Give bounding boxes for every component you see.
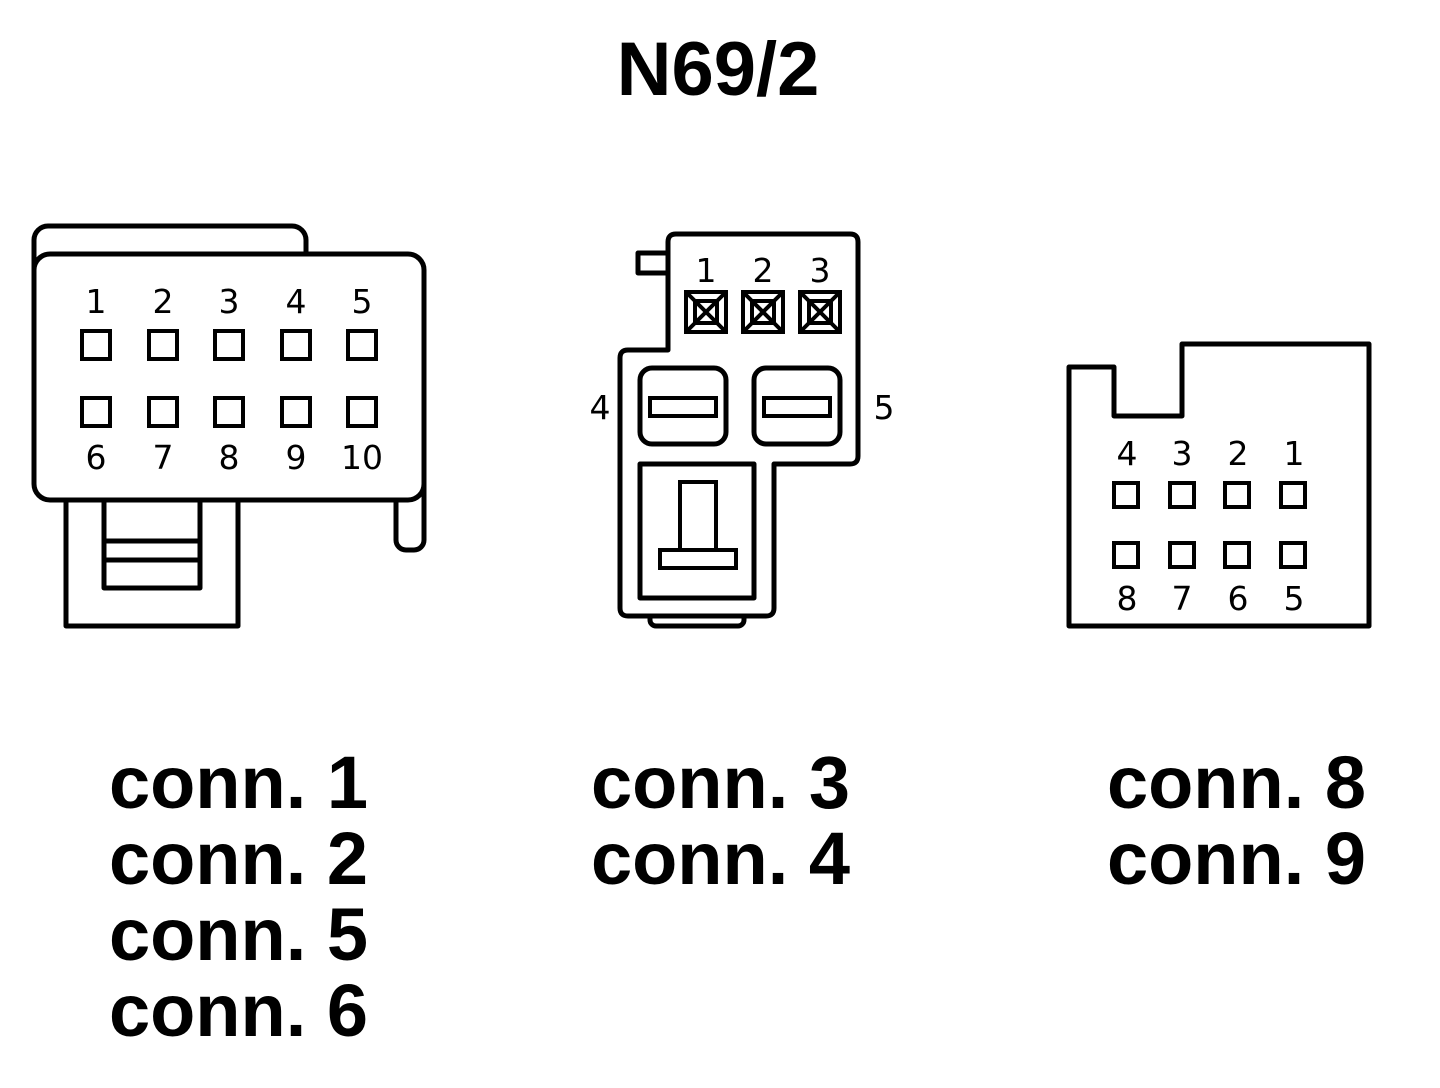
blade-slot (648, 396, 718, 418)
pin-socket (1112, 541, 1140, 569)
blade-socket (637, 365, 729, 447)
pin-number: 1 (696, 251, 717, 290)
connection-label: conn. 2 (109, 817, 368, 900)
diagram-title: N69/2 (617, 27, 820, 112)
pin-socket (1223, 541, 1251, 569)
pin-socket (1112, 481, 1140, 509)
pin-number: 1 (86, 282, 107, 321)
pin-number: 6 (86, 438, 107, 477)
pin-number: 8 (1117, 579, 1138, 618)
connector-left-labels: conn. 1 conn. 2 conn. 5 conn. 6 (109, 741, 368, 1052)
pin-socket (346, 396, 378, 428)
pin-socket (80, 396, 112, 428)
pin-socket (798, 290, 842, 334)
pin-number: 8 (219, 438, 240, 477)
pin-number: 10 (341, 438, 383, 477)
pin-socket (80, 329, 112, 361)
connector-right: 4 3 2 1 8 7 6 5 (1066, 341, 1372, 629)
pin-socket (1168, 541, 1196, 569)
connection-label: conn. 1 (109, 741, 368, 824)
pin-number: 3 (810, 251, 831, 290)
pin-socket (280, 329, 312, 361)
pin-number: 7 (153, 438, 174, 477)
pin-number: 2 (1228, 434, 1249, 473)
pin-number: 6 (1228, 579, 1249, 618)
pin-number: 3 (1172, 434, 1193, 473)
pin-number: 5 (352, 282, 373, 321)
pin-number: 2 (153, 282, 174, 321)
pin-number: 3 (219, 282, 240, 321)
pin-socket (1279, 541, 1307, 569)
pin-number: 5 (874, 388, 895, 427)
pin-socket (346, 329, 378, 361)
connector-middle-latch-bar (658, 548, 738, 570)
pin-number: 4 (1117, 434, 1138, 473)
connector-right-labels: conn. 8 conn. 9 (1107, 741, 1366, 900)
pin-socket (1168, 481, 1196, 509)
connection-label: conn. 8 (1107, 741, 1366, 824)
connector-left-body (31, 251, 427, 503)
connector-middle-labels: conn. 3 conn. 4 (591, 741, 850, 900)
pin-number: 1 (1284, 434, 1305, 473)
connection-label: conn. 9 (1107, 817, 1366, 900)
pin-number: 2 (753, 251, 774, 290)
pin-number: 5 (1284, 579, 1305, 618)
connection-label: conn. 4 (591, 817, 850, 900)
pin-number: 4 (590, 388, 611, 427)
pin-socket (1279, 481, 1307, 509)
pin-number: 4 (286, 282, 307, 321)
pin-socket (147, 396, 179, 428)
pin-socket (280, 396, 312, 428)
pin-socket (147, 329, 179, 361)
pin-socket (213, 329, 245, 361)
pin-number: 9 (286, 438, 307, 477)
blade-socket (751, 365, 843, 447)
connector-middle: 1 2 3 4 5 (590, 231, 895, 629)
connection-label: conn. 3 (591, 741, 850, 824)
blade-slot (762, 396, 832, 418)
pin-number: 7 (1172, 579, 1193, 618)
connector-right-body (1066, 341, 1372, 629)
pin-socket (1223, 481, 1251, 509)
connection-label: conn. 6 (109, 969, 368, 1052)
pin-socket (741, 290, 785, 334)
connector-middle-latch (637, 461, 757, 601)
connector-left: 1 2 3 4 5 6 7 8 9 10 (31, 223, 427, 629)
pin-socket (213, 396, 245, 428)
pin-socket (684, 290, 728, 334)
connection-label: conn. 5 (109, 893, 368, 976)
connector-left-latch-housing (63, 477, 241, 629)
